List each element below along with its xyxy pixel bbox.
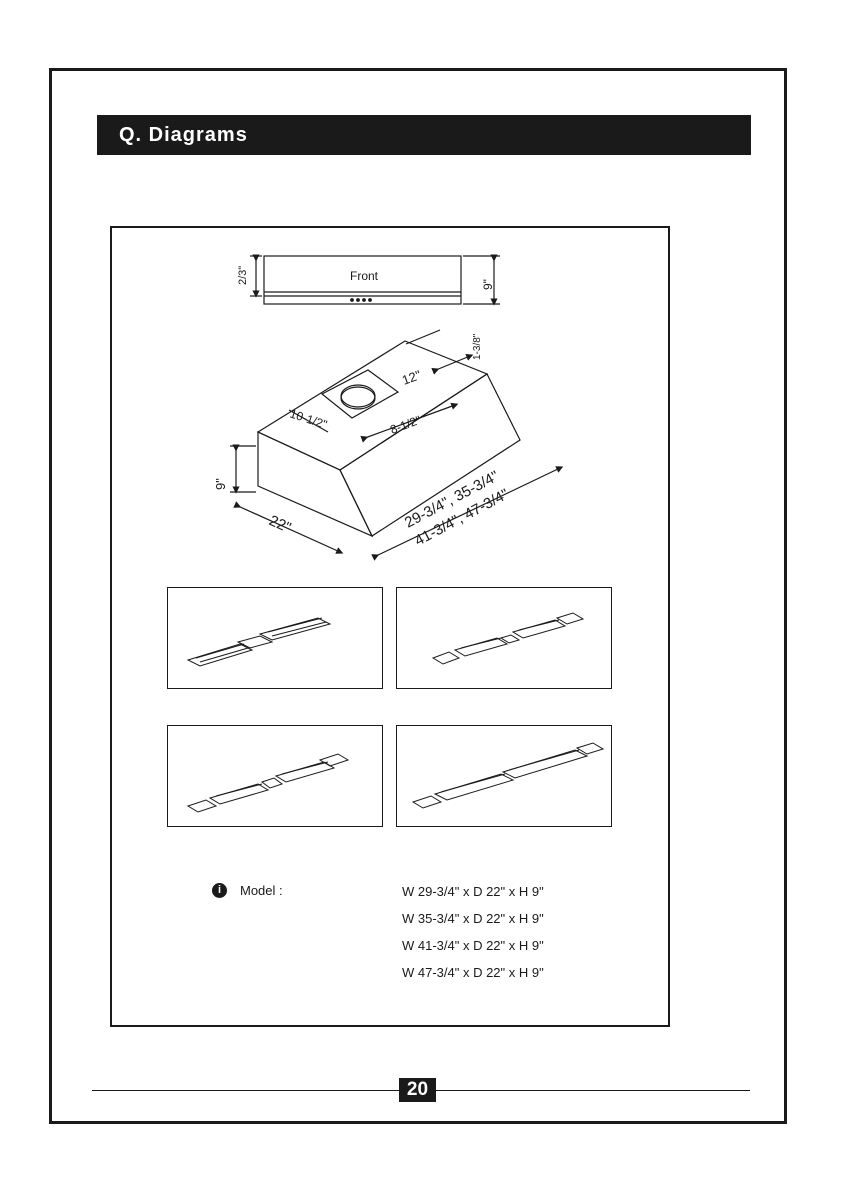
filter-layout-panel-3 [167,725,383,827]
model-label: Model : [240,883,283,898]
filter-layout-panel-1 [167,587,383,689]
filter-layout-panel-2 [396,587,612,689]
model-size-list: W 29-3/4" x D 22" x H 9" W 35-3/4" x D 2… [402,883,544,991]
info-icon: i [212,883,227,898]
hood-dimension-drawing: Front 2/3" 9" 1-3/8" 12" 10-1/2" 8-1/2" … [0,0,843,600]
iso-dim-8-half: 8-1/2" [388,413,423,437]
front-dim-top: 2/3" [237,266,249,285]
iso-dim-10-half: 10-1/2" [288,407,329,432]
model-size-item: W 29-3/4" x D 22" x H 9" [402,883,544,910]
model-size-item: W 41-3/4" x D 22" x H 9" [402,937,544,964]
iso-dim-9: 9" [213,478,228,490]
duct-plate [322,370,398,418]
front-label: Front [350,269,379,283]
model-section: i Model : W 29-3/4" x D 22" x H 9" W 35-… [212,881,612,991]
page-number: 20 [399,1078,436,1102]
model-size-item: W 35-3/4" x D 22" x H 9" [402,910,544,937]
front-dim-height: 9" [481,279,495,290]
iso-dim-12: 12" [400,367,423,388]
model-size-item: W 47-3/4" x D 22" x H 9" [402,964,544,991]
front-dim-bottom: 1-3/8" [472,333,483,360]
iso-dim-22: 22" [266,512,293,536]
filter-layout-panel-4 [396,725,612,827]
